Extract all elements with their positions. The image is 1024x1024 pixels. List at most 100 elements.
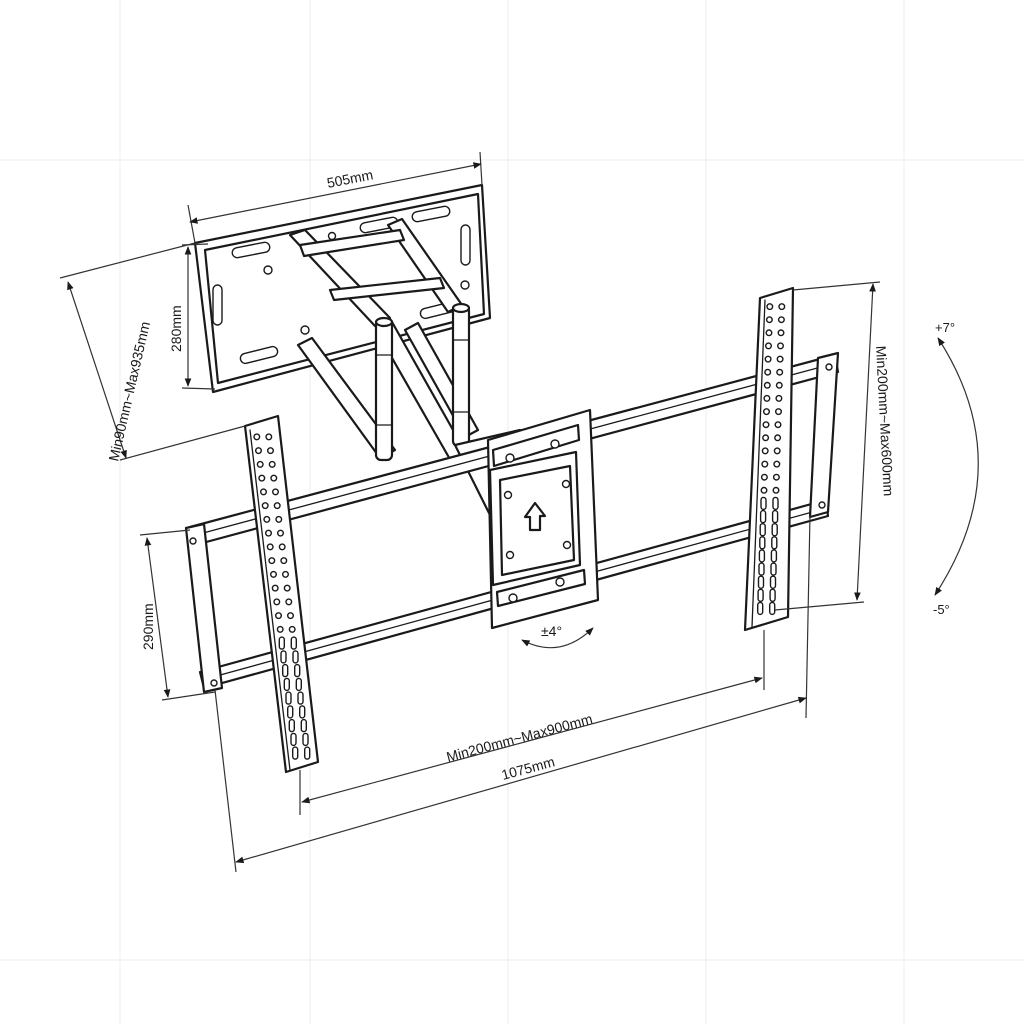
mounting-hole bbox=[775, 394, 783, 402]
mounting-hole bbox=[762, 421, 770, 429]
mounting-slot bbox=[287, 705, 294, 719]
mounting-hole bbox=[772, 486, 780, 494]
mounting-hole bbox=[765, 342, 773, 350]
mounting-slot bbox=[760, 496, 767, 511]
mounting-hole bbox=[761, 447, 769, 455]
mounting-slot bbox=[770, 562, 777, 576]
mounting-hole bbox=[774, 434, 782, 442]
mounting-slot bbox=[302, 732, 309, 747]
mounting-hole bbox=[763, 381, 771, 389]
horizontal-spacing-label: Min200mm~Max900mm bbox=[445, 710, 595, 764]
mounting-hole bbox=[270, 474, 278, 482]
mounting-slot bbox=[297, 691, 304, 705]
mounting-hole bbox=[261, 502, 269, 510]
mounting-slot bbox=[758, 549, 766, 563]
tilt-head-plate bbox=[486, 408, 600, 630]
dimension-bracket-height bbox=[139, 529, 216, 701]
mounting-slot bbox=[292, 746, 299, 760]
mounting-hole bbox=[288, 625, 296, 633]
mounting-slot bbox=[299, 705, 306, 719]
mounting-hole bbox=[760, 486, 768, 494]
mounting-slot bbox=[300, 718, 307, 733]
mounting-slot bbox=[772, 496, 779, 511]
mounting-hole bbox=[775, 408, 783, 416]
mounting-slot bbox=[283, 677, 290, 692]
mounting-slot bbox=[290, 732, 297, 747]
mounting-hole bbox=[254, 447, 262, 455]
mounting-slot bbox=[769, 575, 777, 589]
mounting-hole bbox=[267, 447, 275, 455]
mounting-hole bbox=[766, 303, 774, 311]
left-vertical-bracket bbox=[243, 414, 320, 774]
mounting-hole bbox=[276, 625, 284, 633]
dimension-vertical-spacing bbox=[774, 281, 881, 611]
mounting-hole bbox=[287, 612, 295, 620]
mounting-hole bbox=[772, 473, 780, 481]
mounting-slot bbox=[759, 523, 766, 537]
mounting-hole bbox=[256, 460, 264, 468]
mounting-slot bbox=[771, 523, 778, 537]
tilt-arc bbox=[934, 337, 979, 596]
mounting-hole bbox=[776, 355, 784, 363]
mounting-hole bbox=[253, 433, 261, 441]
mounting-slot bbox=[285, 691, 292, 705]
mounting-hole bbox=[773, 447, 781, 455]
mounting-slot bbox=[759, 536, 766, 550]
dimension-arm-extension bbox=[59, 242, 246, 461]
mounting-hole bbox=[776, 368, 784, 376]
mounting-hole bbox=[763, 408, 771, 416]
mounting-slot bbox=[292, 650, 299, 664]
vertical-spacing-label: Min200mm~Max600mm bbox=[873, 345, 897, 496]
mounting-slot bbox=[278, 636, 285, 650]
mounting-slot bbox=[294, 663, 301, 678]
mounting-hole bbox=[283, 584, 291, 592]
mounting-hole bbox=[282, 570, 290, 578]
mounting-slot bbox=[771, 536, 778, 550]
mounting-hole bbox=[265, 433, 273, 441]
mounting-slot bbox=[757, 601, 764, 616]
swivel-arc bbox=[521, 627, 594, 649]
mounting-hole bbox=[763, 394, 771, 402]
mounting-slot bbox=[290, 636, 297, 650]
bracket-height-label: 290mm bbox=[140, 603, 156, 650]
mounting-hole bbox=[777, 316, 785, 324]
mounting-hole bbox=[774, 421, 782, 429]
mounting-hole bbox=[260, 488, 268, 496]
mounting-slot bbox=[757, 575, 765, 589]
mounting-hole bbox=[762, 434, 770, 442]
dimension-wall-plate-width bbox=[187, 151, 483, 244]
mounting-hole bbox=[273, 502, 281, 510]
mounting-hole bbox=[268, 557, 276, 565]
mounting-hole bbox=[775, 381, 783, 389]
mounting-hole bbox=[764, 355, 772, 363]
mounting-hole bbox=[273, 598, 281, 606]
mounting-hole bbox=[777, 329, 785, 337]
right-vertical-bracket bbox=[743, 286, 795, 632]
mounting-hole bbox=[764, 368, 772, 376]
mounting-slot bbox=[757, 588, 764, 602]
mounting-slot bbox=[282, 663, 289, 678]
mounting-hole bbox=[765, 316, 773, 324]
up-arrow-icon bbox=[523, 501, 547, 532]
mounting-slot bbox=[759, 509, 767, 524]
mounting-slot bbox=[280, 650, 287, 664]
mounting-hole bbox=[761, 460, 769, 468]
mounting-hole bbox=[263, 515, 271, 523]
mounting-hole bbox=[777, 342, 785, 350]
mounting-slot bbox=[304, 746, 311, 760]
tilt-up-label: +7° bbox=[935, 320, 955, 335]
mounting-hole bbox=[265, 529, 273, 537]
mounting-slot bbox=[769, 601, 776, 616]
mounting-hole bbox=[270, 570, 278, 578]
mounting-hole bbox=[778, 303, 786, 311]
mounting-slot bbox=[770, 549, 778, 563]
mounting-hole bbox=[765, 329, 773, 337]
wall-plate-height-label: 280mm bbox=[168, 305, 184, 352]
swivel-label: ±4° bbox=[541, 623, 562, 639]
mounting-hole bbox=[268, 460, 276, 468]
mounting-slot bbox=[288, 718, 295, 733]
mounting-slot bbox=[758, 562, 765, 576]
mounting-hole bbox=[272, 488, 280, 496]
mounting-slot bbox=[769, 588, 776, 602]
